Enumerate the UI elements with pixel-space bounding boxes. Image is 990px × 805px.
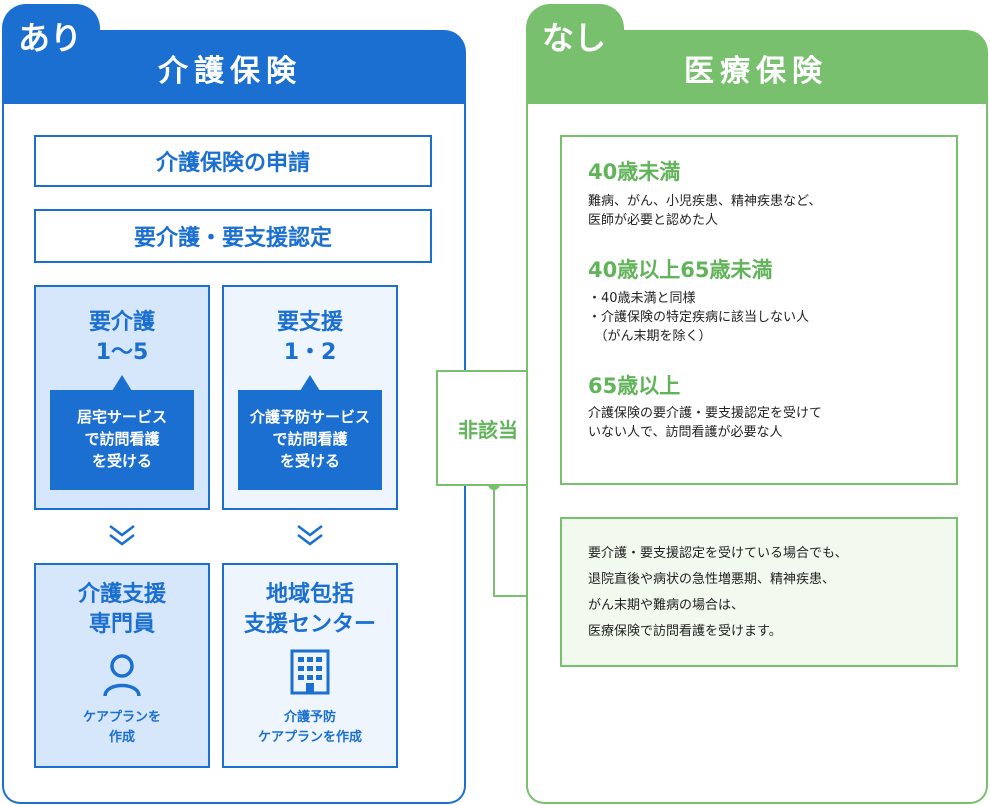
kaigo-hoken-title: 介護保険 — [158, 54, 302, 89]
person-icon — [103, 654, 141, 697]
iryo-hoken-title: 医療保険 — [684, 54, 828, 89]
step-application: 介護保険の申請 — [34, 135, 432, 187]
group-heading: 40歳未満 — [588, 160, 681, 184]
prevention-plan-line: 介護予防 — [283, 710, 336, 725]
prevention-service-box: 介護予防サービス で訪問看護 を受ける — [238, 390, 382, 490]
not-applicable-label: 非該当 — [458, 417, 518, 442]
group-heading: 40歳以上65歳未満 — [588, 258, 773, 282]
eligibility-box — [560, 135, 958, 485]
care-manager-box — [34, 563, 210, 768]
tab-nashi: なし — [541, 19, 606, 57]
group-heading: 65歳以上 — [588, 374, 681, 398]
service-line: 介護予防サービス — [249, 408, 370, 426]
note-box — [560, 517, 958, 667]
green-header — [526, 30, 988, 106]
tab-ari: あり — [17, 19, 82, 57]
care-plan-line: ケアプランを — [82, 710, 161, 725]
care-manager-line: 介護支援 — [77, 582, 166, 607]
service-line: 居宅サービス — [76, 408, 167, 426]
prevention-plan-line: ケアプランを作成 — [257, 730, 362, 745]
support-center-line: 地域包括 — [265, 582, 354, 607]
service-line: を受ける — [279, 452, 340, 470]
blue-header — [2, 30, 466, 106]
pointer-up-icon — [300, 375, 320, 391]
group-text: 介護保険の要介護・要支援認定を受けて いない人で、訪問看護が必要な人 — [588, 406, 823, 440]
care-manager-line: 専門員 — [88, 612, 155, 637]
double-chevron-down-icon — [297, 525, 323, 546]
care-plan-line: 作成 — [108, 730, 135, 745]
group-text: 難病、がん、小児疾患、精神疾患など、 医師が必要と認めた人 — [588, 194, 822, 228]
note-text: 要介護・要支援認定を受けている場合でも、 退院直後や病状の急性増悪期、精神疾患、… — [588, 546, 848, 639]
service-line: を受ける — [91, 452, 152, 470]
support-center-box — [222, 563, 398, 768]
home-service-box: 居宅サービス で訪問看護 を受ける — [50, 390, 194, 490]
double-chevron-down-icon — [109, 525, 135, 546]
pointer-up-icon — [112, 375, 132, 391]
support-level-range: 1・2 — [283, 340, 337, 365]
step-certification: 要介護・要支援認定 — [34, 209, 432, 263]
support-center-line: 支援センター — [243, 612, 376, 637]
service-line: で訪問看護 — [84, 430, 160, 448]
support-level-title: 要支援 — [276, 310, 343, 335]
care-level-title: 要介護 — [88, 310, 155, 335]
building-icon — [290, 649, 330, 695]
group-text: ・40歳未満と同様 ・介護保険の特定疾病に該当しない人 （がん末期を除く） — [588, 291, 810, 344]
service-line: で訪問看護 — [272, 430, 348, 448]
care-level-range: 1～5 — [95, 340, 149, 365]
